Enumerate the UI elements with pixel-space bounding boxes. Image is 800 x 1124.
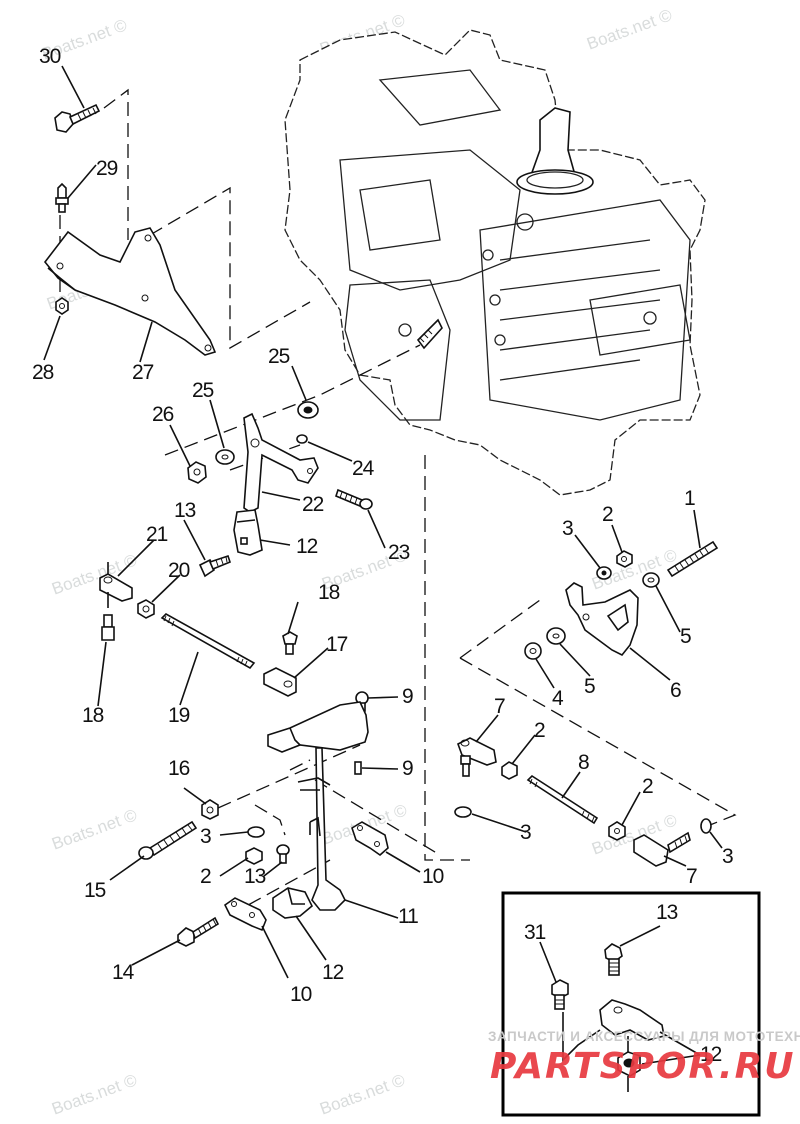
part-rod-end-7a (457, 737, 497, 777)
callout-18-left: 18 (82, 704, 104, 727)
part-pin-18a (101, 614, 115, 641)
part-nut-16 (201, 799, 219, 820)
part-nut-2a (245, 847, 263, 865)
callout-2-middle: 2 (534, 719, 546, 742)
callout-16: 16 (168, 757, 190, 780)
part-washer-3a (247, 826, 265, 838)
callout-13-middle: 13 (244, 865, 266, 888)
assembly-lines (59, 88, 737, 916)
part-fitting-29 (55, 182, 69, 213)
banner-logo: PARTSPOR.RU (490, 1046, 796, 1087)
part-bracket-6 (565, 582, 639, 657)
callout-2-left: 2 (200, 865, 212, 888)
part-washer-3d (700, 818, 712, 834)
callout-21: 21 (146, 523, 168, 546)
part-rod-19 (160, 613, 256, 670)
callout-3-upper: 3 (562, 517, 574, 540)
callout-25-upper: 25 (268, 345, 290, 368)
callout-3-middle: 3 (520, 821, 532, 844)
callout-24: 24 (352, 457, 374, 480)
part-bracket-27 (43, 227, 217, 356)
leader-lines (43, 65, 723, 1065)
part-bolt-14 (177, 916, 220, 947)
callout-31-inset: 31 (524, 921, 546, 944)
engine-block (284, 29, 706, 496)
part-bolt-30 (54, 103, 101, 133)
callout-27: 27 (132, 361, 154, 384)
banner-tagline: ЗАПЧАСТИ И АКСЕССУАРЫ ДЛЯ МОТОТЕХНИКИ (488, 1029, 800, 1044)
part-clip-12b (272, 887, 313, 919)
part-washer-25b (215, 449, 235, 465)
callout-30: 30 (39, 45, 61, 68)
callout-13-upper: 13 (174, 499, 196, 522)
part-pin-18b (282, 631, 298, 655)
part-rod-end-7b (633, 831, 691, 867)
callout-22: 22 (302, 493, 324, 516)
part-nut-2b (616, 550, 633, 568)
part-stud-1 (666, 540, 719, 578)
callout-20: 20 (168, 559, 190, 582)
part-screw-23 (335, 488, 373, 510)
callout-10-right: 10 (422, 865, 444, 888)
part-clip-12a (233, 509, 263, 556)
callout-2-upper: 2 (602, 503, 614, 526)
callout-9-upper: 9 (402, 685, 414, 708)
part-nut-2c (501, 761, 518, 780)
callout-15: 15 (84, 879, 106, 902)
callout-9-lower: 9 (402, 757, 414, 780)
callout-12-lower: 12 (322, 961, 344, 984)
part-rod-end-21 (99, 562, 133, 608)
callout-12-inset: 12 (700, 1043, 722, 1066)
callout-10-left: 10 (290, 983, 312, 1006)
part-washer-3b (596, 566, 612, 580)
callout-7-upper: 7 (494, 695, 506, 718)
callout-1: 1 (684, 487, 696, 510)
callout-25-lower: 25 (192, 379, 214, 402)
callout-3-left: 3 (200, 825, 212, 848)
part-nut-20 (137, 599, 155, 619)
callout-3-right: 3 (722, 845, 734, 868)
inset-detail-box (501, 891, 761, 1117)
part-screw-13a (198, 554, 231, 578)
part-washer-5b (546, 627, 566, 645)
callout-28: 28 (32, 361, 54, 384)
part-bushing-4 (524, 642, 542, 660)
callout-29: 29 (96, 157, 118, 180)
callout-5-left: 5 (584, 675, 596, 698)
callout-4: 4 (552, 687, 564, 710)
callout-14: 14 (112, 961, 134, 984)
callout-2-right: 2 (642, 775, 654, 798)
part-washer-25a (297, 401, 319, 419)
part-block-17 (263, 667, 297, 697)
part-washer-3c (454, 806, 472, 818)
part-screw-13b (276, 844, 290, 864)
part-pin-9b (354, 761, 362, 775)
part-screw-15 (138, 820, 198, 860)
callout-5-right: 5 (680, 625, 692, 648)
callout-7-lower: 7 (686, 865, 698, 888)
part-lever-22 (243, 412, 319, 513)
part-clamp-10a (351, 821, 389, 857)
callout-23: 23 (388, 541, 410, 564)
callout-19: 19 (168, 704, 190, 727)
part-throttle-arm (267, 701, 369, 911)
part-nut-28 (55, 297, 69, 315)
part-clamp-10b (223, 897, 267, 932)
callout-18-right: 18 (318, 581, 340, 604)
part-rod-8 (526, 774, 599, 825)
part-nut-26 (187, 461, 207, 484)
part-washer-5a (642, 572, 660, 588)
callout-26: 26 (152, 403, 174, 426)
callout-13-inset: 13 (656, 901, 678, 924)
part-nut-24 (296, 434, 308, 444)
callout-12-upper: 12 (296, 535, 318, 558)
callout-6: 6 (670, 679, 682, 702)
callout-17: 17 (326, 633, 348, 656)
callout-11: 11 (398, 905, 419, 928)
callout-8: 8 (578, 751, 590, 774)
part-nut-2d (608, 821, 626, 841)
